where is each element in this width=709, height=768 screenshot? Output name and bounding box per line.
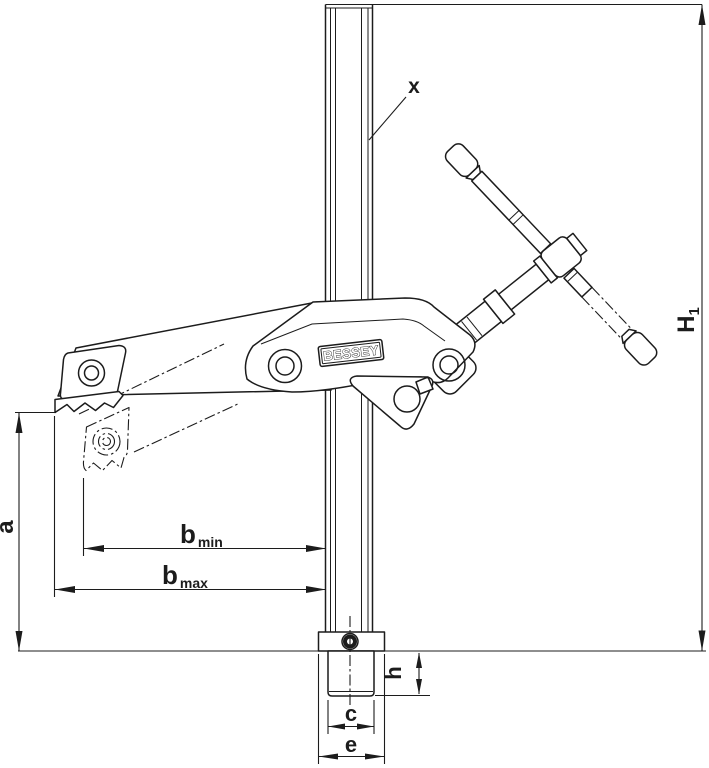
bracket [349, 375, 434, 430]
shank [327, 650, 375, 697]
rail-end-fitting [317, 616, 386, 706]
dimension-h-label: h [381, 666, 406, 679]
right-pivot-eye [432, 348, 466, 382]
fixed-jaw [54, 390, 124, 414]
left-pivot-eye [77, 359, 106, 387]
rail-callout-label: x [408, 75, 420, 98]
rail-callout-x: x [368, 75, 420, 141]
swivel-jaw-alt-position [82, 406, 130, 472]
dimension-a-label: a [0, 520, 19, 534]
center-pivot-eye [267, 348, 303, 384]
bracket-hole [393, 385, 421, 413]
dimension-e-label: e [345, 732, 357, 757]
svg-text:H1: H1 [673, 307, 703, 333]
brand-plate-label: BESSEY [322, 342, 379, 363]
handle-knob-bottom [623, 331, 658, 366]
spindle-handle [444, 143, 658, 366]
dimension-h1: H1 [325, 3, 706, 651]
spindle [439, 232, 588, 359]
brand-plate: BESSEY [317, 338, 385, 368]
body-top-edge-line [260, 318, 446, 345]
dimension-a: a [0, 411, 56, 651]
dimension-h1-label: H [673, 316, 700, 333]
dimension-e: e [317, 654, 386, 764]
dimension-h: h [375, 652, 430, 697]
dimension-c: c [327, 700, 375, 734]
dimension-c-label: c [345, 701, 357, 726]
